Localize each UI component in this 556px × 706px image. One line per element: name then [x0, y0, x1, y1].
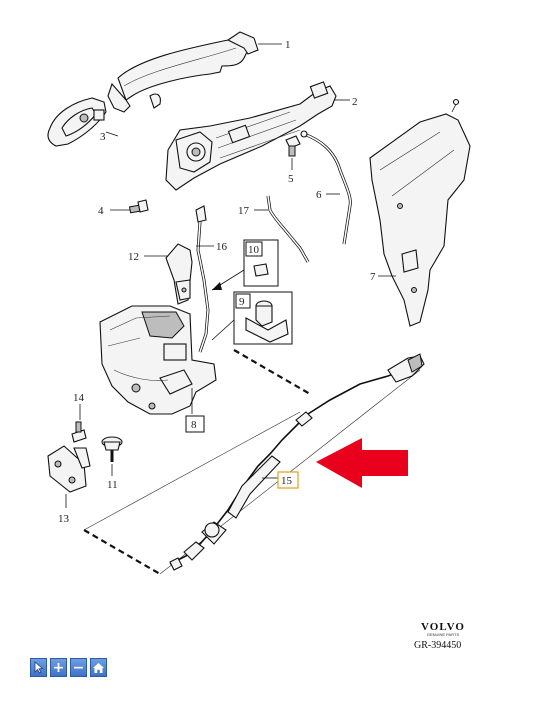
- brand-name: VOLVO: [421, 621, 465, 633]
- zoom-out-button[interactable]: −: [70, 658, 87, 677]
- zoom-in-icon: +: [52, 659, 65, 676]
- part-rod-16[interactable]: [195, 205, 210, 353]
- zoom-out-icon: −: [72, 659, 85, 676]
- callout-5[interactable]: 5: [288, 173, 294, 185]
- callout-16[interactable]: 16: [216, 241, 228, 253]
- dashed-guide-top: [233, 349, 311, 395]
- part-cable-15[interactable]: [169, 353, 425, 571]
- callout-10[interactable]: 10: [248, 244, 260, 256]
- callout-8[interactable]: 8: [191, 419, 197, 431]
- part-screw-14[interactable]: [71, 421, 87, 443]
- callout-4[interactable]: 4: [98, 205, 104, 217]
- detail-box-9[interactable]: [233, 291, 293, 345]
- callout-6[interactable]: 6: [316, 189, 322, 201]
- part-panel-7[interactable]: [369, 98, 471, 327]
- home-icon: [93, 662, 104, 673]
- part-screw-4[interactable]: [128, 199, 149, 214]
- part-screw-5[interactable]: [285, 135, 301, 157]
- callout-14[interactable]: 14: [73, 392, 85, 404]
- callout-11[interactable]: 11: [107, 479, 118, 491]
- brand-logo: VOLVO GENUINE PARTS: [412, 621, 474, 637]
- zoom-in-button[interactable]: +: [50, 658, 67, 677]
- callout-9[interactable]: 9: [239, 296, 245, 308]
- part-handle-bezel[interactable]: [47, 97, 107, 147]
- callout-7[interactable]: 7: [370, 271, 376, 283]
- brand-subtitle: GENUINE PARTS: [426, 632, 460, 637]
- callout-15-box: [277, 471, 299, 489]
- cursor-icon: [34, 661, 43, 674]
- part-handle-carrier[interactable]: [165, 81, 337, 191]
- callout-1[interactable]: 1: [285, 39, 291, 51]
- dashed-guide-bottom: [83, 529, 161, 575]
- callout-8-box: [185, 415, 205, 433]
- callout-17[interactable]: 17: [238, 205, 250, 217]
- callout-3[interactable]: 3: [100, 131, 106, 143]
- part-rod-17[interactable]: [266, 195, 310, 263]
- highlight-arrow: [316, 438, 408, 488]
- diagram-reference: GR-394450: [414, 640, 462, 651]
- part-striker-13[interactable]: [47, 445, 91, 493]
- select-tool-button[interactable]: [30, 658, 47, 677]
- callout-2[interactable]: 2: [352, 96, 358, 108]
- detail-box-10[interactable]: [243, 239, 279, 287]
- part-rod-6[interactable]: [300, 130, 352, 245]
- callout-13[interactable]: 13: [58, 513, 70, 525]
- viewer-toolbar: + −: [30, 658, 107, 677]
- callout-12[interactable]: 12: [128, 251, 139, 263]
- home-button[interactable]: [90, 658, 107, 677]
- part-bracket-12[interactable]: [165, 243, 193, 305]
- callout-15[interactable]: 15: [281, 475, 293, 487]
- part-outer-handle[interactable]: [107, 31, 259, 113]
- part-door-lock[interactable]: [99, 305, 217, 415]
- part-bolt-11[interactable]: [101, 436, 123, 462]
